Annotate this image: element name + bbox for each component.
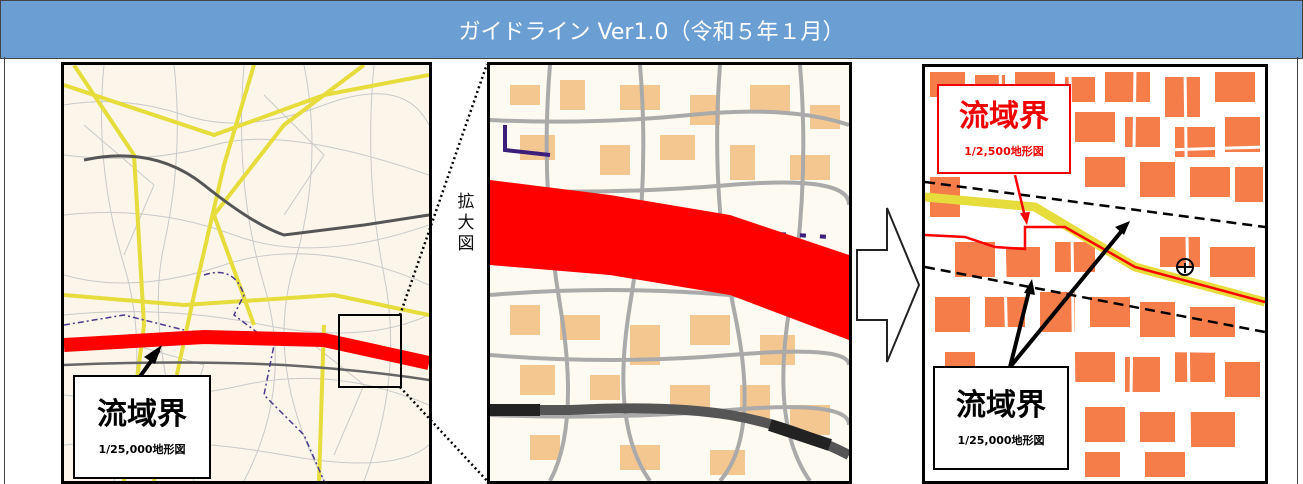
page-title: ガイドライン Ver1.0（令和５年１月） — [458, 19, 845, 45]
zoom-label-char-3: 図 — [457, 234, 475, 254]
zoom-label: 拡 大 図 — [453, 192, 479, 255]
scale-label-25000: 1/25,000地形図 — [98, 442, 186, 456]
label-box-25000: 流域界 1/25,000地形図 — [73, 375, 211, 479]
title-banner: ガイドライン Ver1.0（令和５年１月） — [0, 0, 1303, 59]
basin-boundary-label-2500: 流域界 — [959, 98, 1049, 134]
scale-label-2500: 1/2,500地形図 — [964, 144, 1044, 158]
zoom-label-char-1: 拡 — [457, 192, 475, 212]
map-panel-zoom — [487, 62, 852, 484]
label-box-2500: 流域界 1/2,500地形図 — [937, 84, 1071, 174]
scale-label-25000-right: 1/25,000地形図 — [957, 433, 1045, 447]
frame-border-left — [4, 57, 5, 484]
basin-boundary-label-25000-right: 流域界 — [956, 387, 1046, 423]
map-zoom-graphic — [490, 65, 849, 481]
label-box-25000-right: 流域界 1/25,000地形図 — [933, 366, 1069, 470]
right-arrow-icon — [856, 207, 921, 363]
basin-boundary-label: 流域界 — [97, 396, 187, 432]
zoom-label-char-2: 大 — [457, 213, 475, 233]
frame-border-right — [1297, 57, 1298, 484]
